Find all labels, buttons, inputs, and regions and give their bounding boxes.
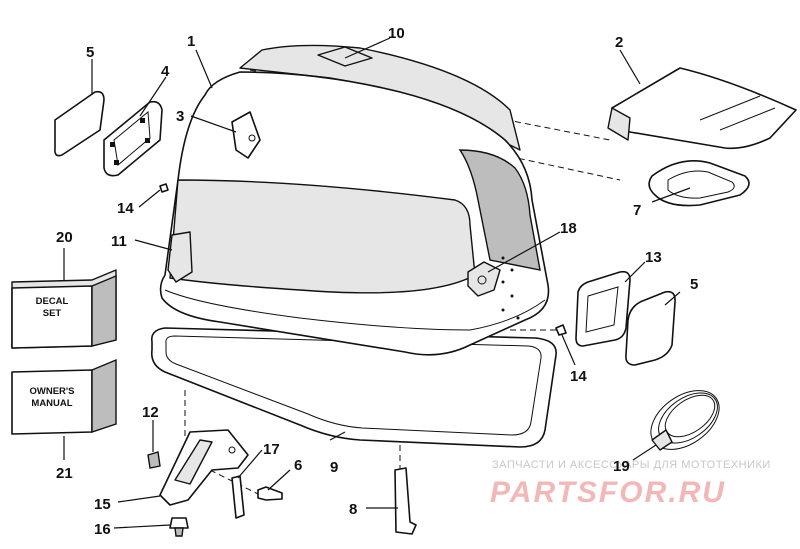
callout-3: 3 [176, 108, 184, 125]
seal-ring [150, 327, 557, 448]
callout-16: 16 [94, 521, 111, 538]
callout-15: 15 [94, 496, 111, 513]
engine-cover [159, 44, 550, 356]
manual-box-line2: MANUAL [31, 398, 72, 409]
vent-plate-right [625, 290, 676, 366]
small-clip [147, 451, 161, 469]
screw-right [555, 324, 567, 336]
side-grommet [167, 231, 193, 283]
callout-5-right: 5 [690, 276, 698, 293]
callout-6: 6 [294, 457, 302, 474]
callout-14-right: 14 [570, 368, 587, 385]
callout-10: 10 [388, 25, 405, 42]
callout-4: 4 [161, 63, 170, 80]
callout-11: 11 [111, 233, 127, 250]
callout-14-left: 14 [117, 200, 134, 217]
callout-5-left: 5 [86, 44, 94, 61]
callout-2: 2 [615, 34, 623, 51]
screw-left [159, 183, 169, 193]
callout-20: 20 [56, 229, 73, 246]
decal-box-line2: SET [43, 308, 62, 319]
watermark-tagline: ЗАПЧАСТИ И АКСЕССУАРЫ ДЛЯ МОТОТЕХНИКИ [492, 459, 771, 471]
callout-8: 8 [349, 501, 357, 518]
callout-19: 19 [613, 458, 630, 475]
manual-box-line1: OWNER'S [29, 386, 74, 397]
mounting-bracket [159, 429, 249, 506]
callout-7: 7 [633, 202, 641, 219]
owners-manual-box: OWNER'S MANUAL [11, 358, 117, 435]
top-gasket [648, 160, 750, 207]
cable-coil [650, 390, 720, 451]
callout-13: 13 [645, 249, 662, 266]
callout-9: 9 [330, 459, 338, 476]
vent-frame [103, 100, 163, 177]
rivet-holes [501, 256, 520, 320]
latch-link [394, 467, 417, 535]
bolt [257, 486, 283, 501]
handle-cap [317, 46, 373, 67]
callout-17: 17 [263, 441, 280, 458]
leader-lines [63, 37, 691, 529]
decal-set-box: DECAL SET [11, 269, 117, 349]
callout-12: 12 [142, 404, 159, 421]
callout-18: 18 [560, 220, 577, 237]
latch-knob [467, 261, 501, 297]
rivet [169, 517, 189, 537]
callout-1: 1 [187, 33, 195, 50]
clip-spring [231, 475, 245, 519]
vent-plate-left [54, 90, 105, 157]
latch-bracket [231, 111, 261, 159]
decal-box-line1: DECAL [36, 296, 69, 307]
callout-21: 21 [56, 465, 73, 482]
callout-labels: 1 2 3 4 5 5 6 7 8 9 10 11 12 13 14 14 15… [56, 25, 698, 538]
side-vent-frame [575, 270, 631, 347]
top-cover [607, 67, 797, 150]
watermark-logo: PARTSFOR.RU [490, 476, 726, 509]
